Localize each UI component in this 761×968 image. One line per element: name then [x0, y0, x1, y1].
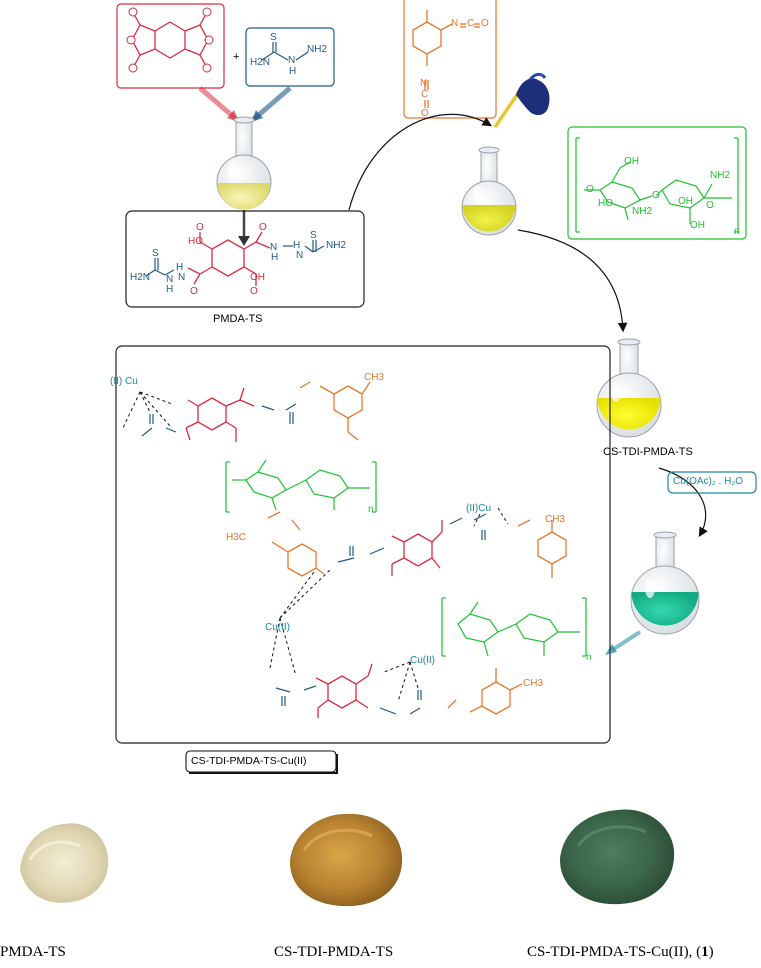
- product-cu-2: (II)Cu: [466, 503, 491, 514]
- product-ch3-1: CH3: [364, 372, 385, 383]
- product-cu-3: Cu(II): [265, 622, 290, 633]
- ts-atom-h2n: H2N: [250, 57, 271, 68]
- pmdats-atom-5: H: [271, 252, 279, 263]
- pmda-ts-box: [125, 210, 365, 308]
- pmdats-atom-12: N: [166, 274, 174, 285]
- product-cu-1: (II) Cu: [110, 376, 138, 387]
- caption-cs-tdi-pmda-ts: CS-TDI-PMDA-TS: [274, 944, 394, 960]
- product-cu-4: Cu(II): [410, 655, 435, 666]
- cu-reagent-box: [667, 471, 757, 494]
- flask-1: [216, 116, 272, 210]
- cs-atom-o2: O: [652, 190, 660, 201]
- tdi-atom-n2: N: [451, 18, 459, 29]
- pmdats-atom-18: OH: [250, 272, 265, 283]
- tdi-reagent: [403, 0, 497, 119]
- tdi-atom-n1: N: [420, 78, 428, 89]
- tdi-atom-c2: C: [467, 18, 475, 29]
- cs-atom-o3: O: [706, 200, 714, 211]
- pmdats-atom-1: HO: [188, 236, 203, 247]
- pmdats-atom-10: S: [152, 248, 159, 259]
- cs-atom-o1: O: [586, 184, 594, 195]
- label-product: CS-TDI-PMDA-TS-Cu(II): [191, 755, 307, 767]
- powder-pmda-ts: [20, 823, 109, 903]
- label-cu-reagent: Cu(OAc)₂ . H₂O: [673, 476, 743, 487]
- pmdats-atom-11: H2N: [130, 272, 151, 283]
- pmdats-atom-2: O: [196, 222, 204, 233]
- product-n-1: n: [368, 504, 374, 515]
- tdi-atom-o2: O: [481, 18, 489, 29]
- pmdats-atom-9: NH2: [326, 240, 347, 251]
- pmdats-atom-15: N: [178, 272, 186, 283]
- pmdats-atom-3: O: [259, 222, 267, 233]
- cs-repeat-n: n: [734, 226, 740, 237]
- pmdats-atom-17: O: [250, 286, 258, 297]
- ts-atom-h: H: [289, 66, 297, 77]
- caption-product-prefix: CS-TDI-PMDA-TS-Cu(II), (: [527, 944, 702, 960]
- ts-atom-nh2: NH2: [307, 44, 328, 55]
- curve-arrow-1: [348, 113, 493, 211]
- flask-2: [461, 146, 517, 236]
- pmdats-atom-13: H: [166, 284, 174, 295]
- label-pmda-ts: PMDA-TS: [213, 313, 263, 325]
- caption-pmda-ts: PMDA-TS: [0, 944, 66, 960]
- cs-atom-oh2: OH: [678, 196, 693, 207]
- cs-atom-oh3: OH: [690, 220, 705, 231]
- pmdats-atom-14: H: [176, 262, 184, 273]
- product-ch3-4: CH3: [523, 678, 544, 689]
- flask-4: [630, 531, 700, 635]
- product-n-2: n: [586, 652, 592, 663]
- cs-atom-ho: HO: [598, 198, 613, 209]
- arrow-to-product: [610, 630, 642, 652]
- caption-product: CS-TDI-PMDA-TS-Cu(II), (1): [527, 944, 714, 961]
- caption-product-suffix: ): [708, 944, 714, 960]
- pmdats-atom-7: N: [296, 250, 304, 261]
- caption-product-number: 1: [701, 944, 709, 960]
- powder-cs-tdi-pmda-ts: [290, 813, 403, 907]
- pmdats-atom-8: S: [310, 230, 317, 241]
- pmda-reagent: [116, 3, 225, 89]
- flask-3: [596, 338, 662, 438]
- curve-arrow-2: [517, 229, 628, 333]
- product-ch3-2: H3C: [226, 532, 247, 543]
- pmdats-atom-6: H: [293, 240, 301, 251]
- tdi-atom-o1: O: [421, 108, 429, 119]
- pmdats-atom-16: O: [190, 286, 198, 297]
- dropper-icon: [493, 72, 550, 129]
- cs-atom-nh2-2: NH2: [710, 170, 731, 181]
- tdi-atom-c1: C: [421, 89, 429, 100]
- thiosemicarbazide-reagent: [245, 27, 335, 87]
- plus-sign: +: [233, 51, 240, 63]
- ts-atom-n: N: [288, 55, 296, 66]
- product-box: [115, 345, 611, 744]
- ts-atom-s: S: [270, 32, 277, 43]
- product-ch3-3: CH3: [545, 514, 566, 525]
- cs-atom-nh2-1: NH2: [632, 206, 653, 217]
- cs-atom-oh1: OH: [624, 156, 639, 167]
- chitosan-reagent: [567, 126, 747, 240]
- label-cs-tdi-pmda-ts: CS-TDI-PMDA-TS: [603, 446, 693, 458]
- powder-cs-tdi-pmda-ts-cu: [560, 809, 675, 905]
- pmdats-atom-4: N: [270, 242, 278, 253]
